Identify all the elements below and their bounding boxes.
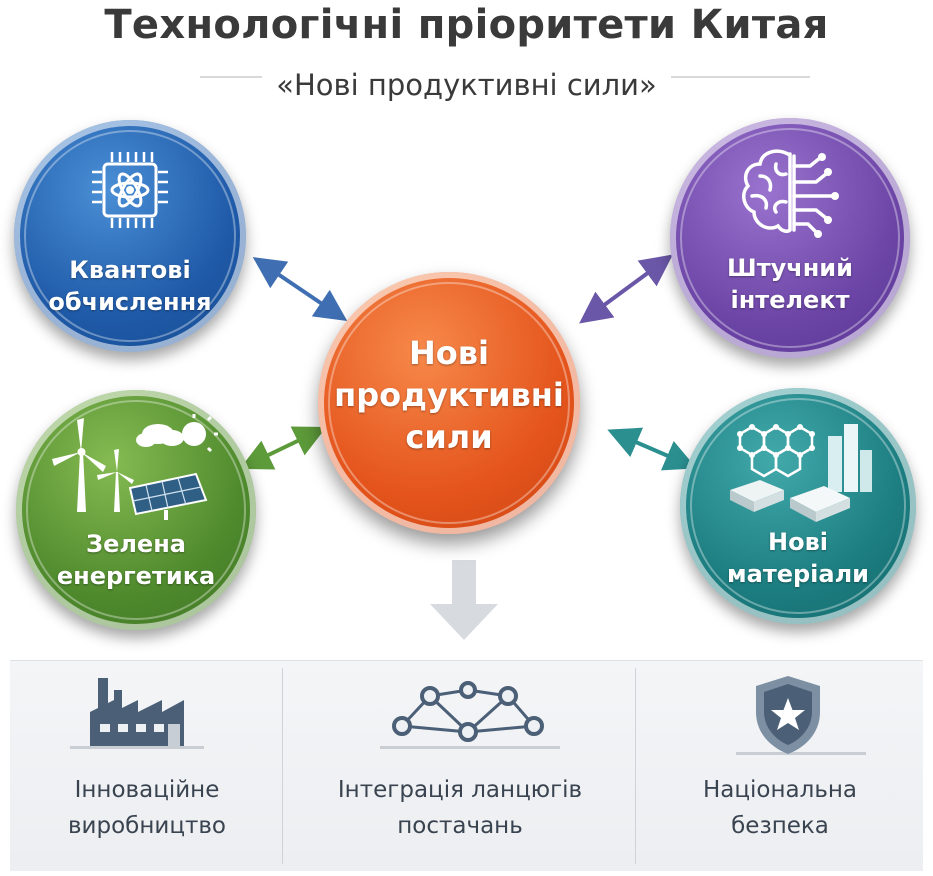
node-quantum: Квантові обчислення	[14, 120, 246, 352]
icon-shelf	[70, 746, 204, 749]
outcome-security-label: Національна безпека	[702, 777, 858, 839]
shield-star-icon	[756, 676, 820, 754]
arrow-materials	[607, 427, 697, 471]
ring-decoration	[328, 282, 570, 524]
node-green-label: Зелена енергетика	[56, 530, 216, 590]
icon-shelf	[380, 746, 560, 749]
quantum-chip-icon	[92, 152, 168, 228]
node-materials: Нові матеріали	[680, 388, 916, 624]
node-green: Зелена енергетика	[16, 390, 256, 630]
outcome-divider	[635, 668, 636, 864]
subtitle-text: «Нові продуктивні сили»	[262, 68, 671, 102]
factory-icon	[90, 678, 184, 746]
wind-solar-icon	[52, 414, 218, 520]
brain-circuit-icon	[742, 149, 839, 238]
outcome-manufacturing-label: Інноваційне виробництво	[67, 777, 227, 839]
node-ai-label: Штучний інтелект	[727, 254, 853, 314]
graphene-materials-icon	[730, 424, 872, 522]
arrow-quantum	[252, 257, 348, 321]
ring-decoration	[680, 128, 900, 348]
outcome-supply-label: Інтеграція ланцюгів постачань	[337, 777, 583, 839]
arrow-ai	[579, 254, 673, 324]
down-arrow	[430, 560, 498, 640]
node-ai: Штучний інтелект	[670, 118, 910, 358]
ring-decoration	[690, 398, 906, 614]
center-node: Нові продуктивні сили	[318, 272, 580, 534]
icon-shelf	[736, 752, 866, 755]
node-quantum-label: Квантові обчислення	[48, 256, 212, 316]
page-title: Технологічні пріоритети Китая	[104, 2, 829, 48]
node-materials-label: Нові матеріали	[727, 528, 869, 588]
outcome-divider	[282, 668, 283, 864]
page-subtitle: «Нові продуктивні сили»	[0, 68, 933, 102]
subtitle-rule-right	[600, 76, 810, 78]
network-icon	[392, 681, 544, 742]
ring-decoration	[26, 400, 246, 620]
ring-decoration	[24, 130, 236, 342]
center-node-label: Нові продуктивні сили	[334, 334, 564, 456]
arrow-green	[239, 426, 327, 470]
